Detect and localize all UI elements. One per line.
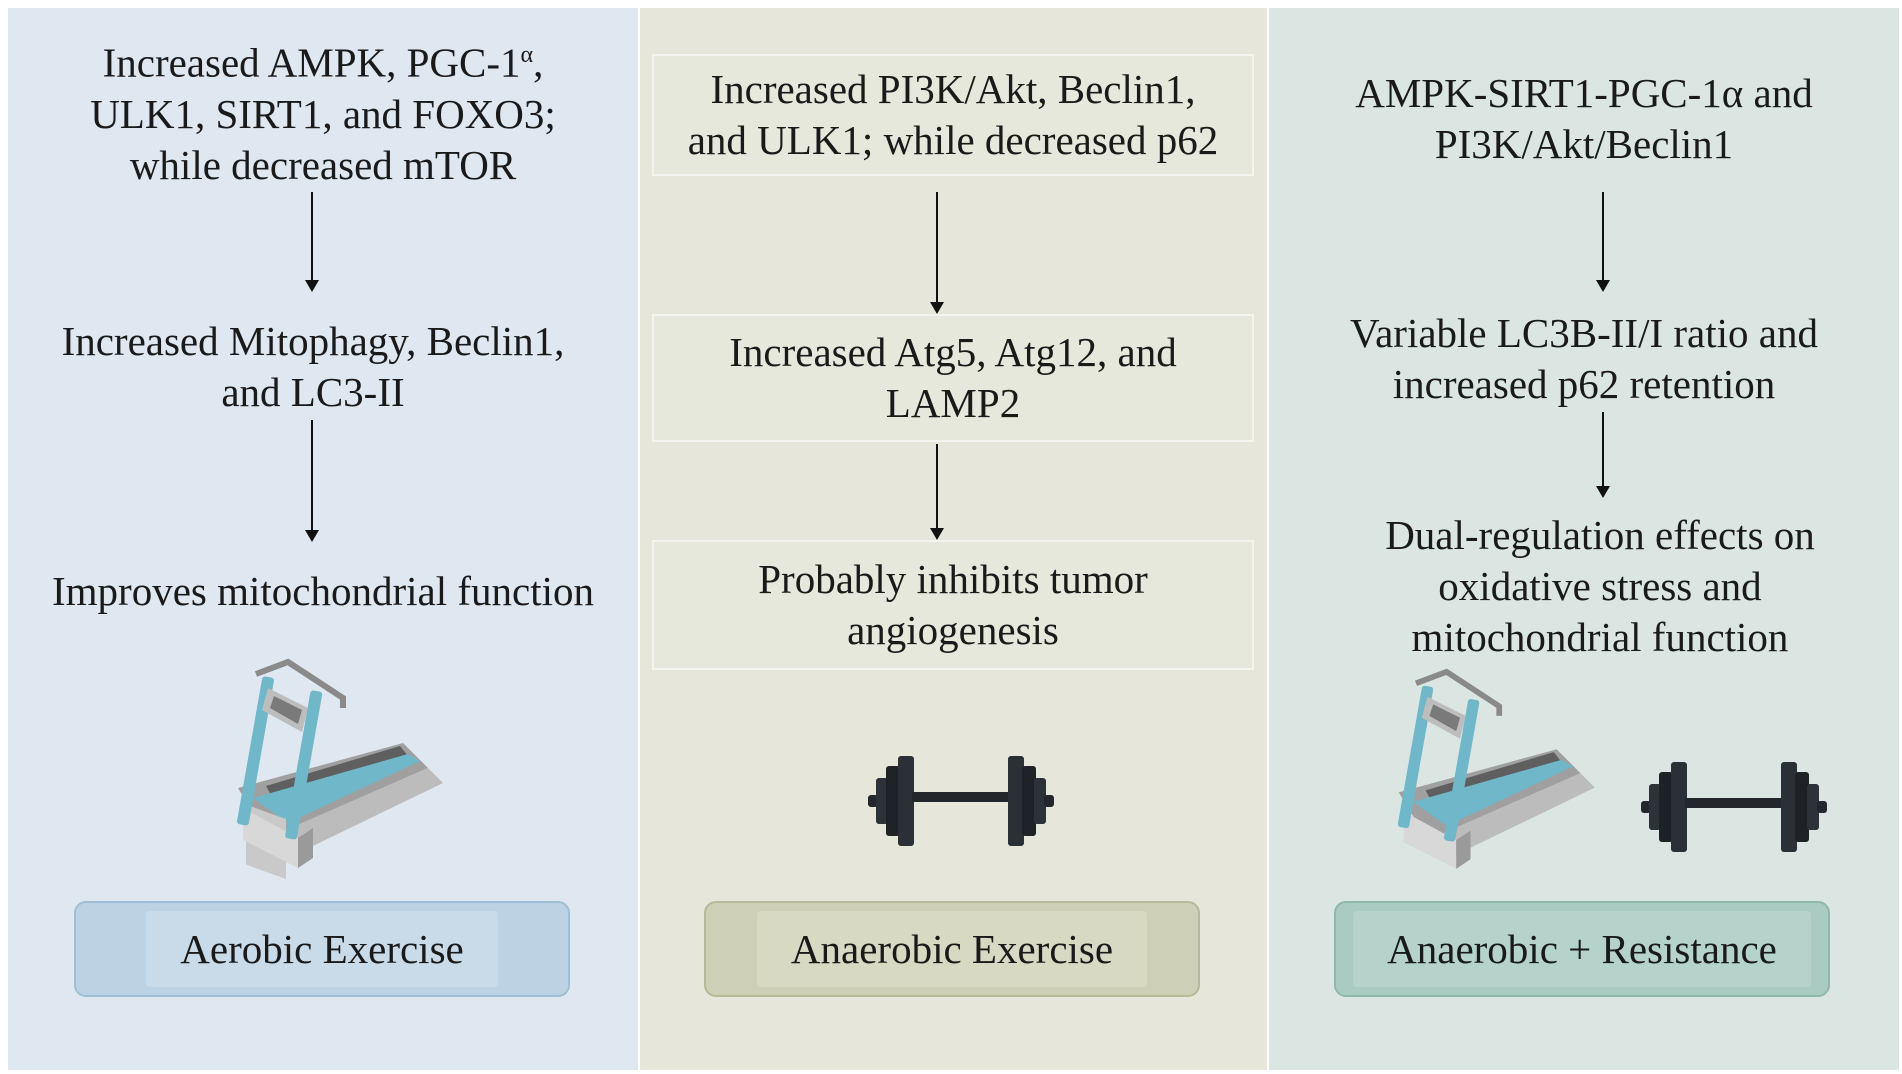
combined-step-1: AMPK-SIRT1-PGC-1α and PI3K/Akt/Beclin1 — [1355, 70, 1813, 167]
anaerobic-step-2: Increased Atg5, Atg12, and LAMP2 — [652, 314, 1254, 442]
anaerobic-arrow-2 — [930, 444, 944, 540]
combined-step-2: Variable LC3B-II/I ratio and increased p… — [1350, 310, 1818, 407]
treadmill-icon — [1397, 668, 1595, 869]
aerobic-arrow-2 — [305, 420, 319, 542]
panel-combined: AMPK-SIRT1-PGC-1α and PI3K/Akt/Beclin1 V… — [1269, 8, 1899, 1070]
aerobic-step-2: Increased Mitophagy, Beclin1, and LC3-II — [61, 318, 565, 415]
anaerobic-exercise-label: Anaerobic Exercise — [704, 901, 1200, 997]
combined-arrow-2 — [1596, 412, 1610, 498]
panel-aerobic: Increased AMPK, PGC-1α, ULK1, SIRT1, and… — [8, 8, 638, 1070]
combined-arrow-1 — [1596, 192, 1610, 292]
combined-outcome: Dual-regulation effects on oxidative str… — [1385, 512, 1815, 660]
aerobic-exercise-label: Aerobic Exercise — [74, 901, 570, 997]
anaerobic-outcome: Probably inhibits tumor angiogenesis — [652, 540, 1254, 670]
aerobic-arrow-1 — [305, 192, 319, 292]
anaerobic-step-1: Increased PI3K/Akt, Beclin1, and ULK1; w… — [652, 54, 1254, 176]
dumbbell-icon — [868, 756, 1054, 846]
aerobic-outcome: Improves mitochondrial function — [52, 568, 594, 614]
anaerobic-arrow-1 — [930, 192, 944, 314]
treadmill-icon — [237, 658, 443, 880]
panel-anaerobic: Increased PI3K/Akt, Beclin1, and ULK1; w… — [640, 8, 1267, 1070]
aerobic-step-1: Increased AMPK, PGC-1α, ULK1, SIRT1, and… — [90, 39, 556, 188]
dumbbell-icon — [1641, 762, 1827, 852]
combined-exercise-label: Anaerobic + Resistance — [1334, 901, 1830, 997]
